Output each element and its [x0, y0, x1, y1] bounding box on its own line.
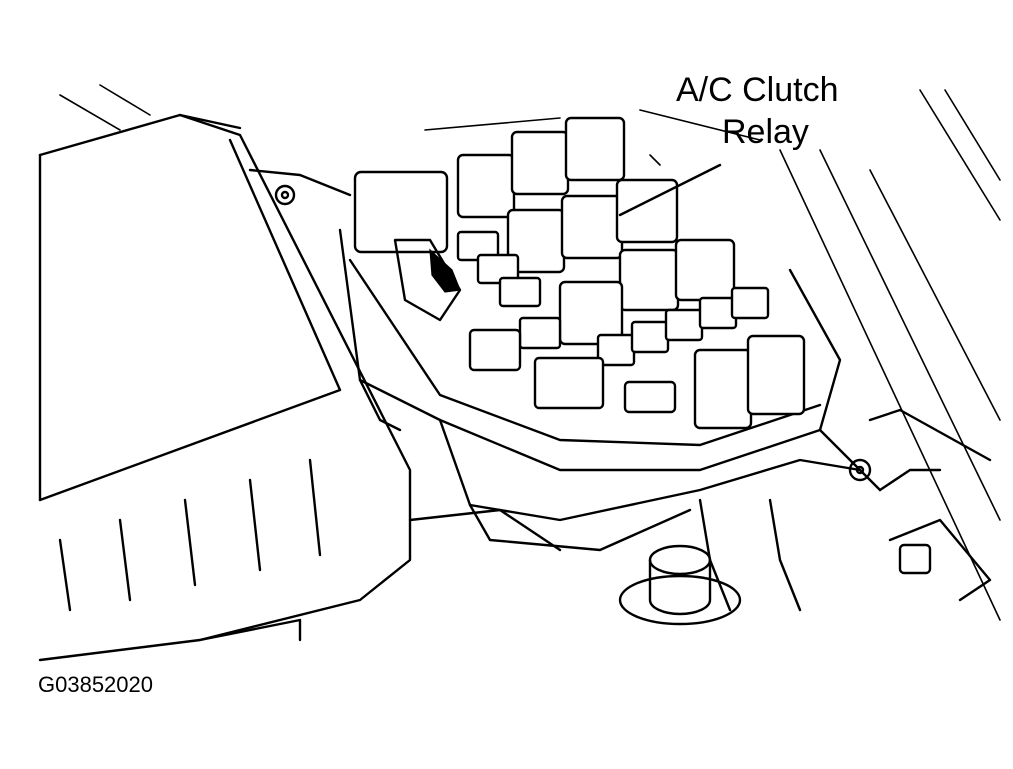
relay-group — [353, 116, 806, 430]
fuse-row — [456, 230, 770, 414]
ac-clutch-relay — [560, 194, 624, 260]
callout-label-line2: Relay — [722, 113, 809, 151]
air-cleaner-housing — [38, 113, 412, 662]
callout-tick — [649, 154, 661, 166]
engine-bay-lines — [59, 84, 1001, 621]
callout-label-line1: A/C Clutch — [676, 71, 839, 109]
mounting-bracket — [248, 168, 352, 206]
callout-leader-line — [618, 163, 722, 217]
fuse-box-body — [338, 228, 992, 602]
figure-code: G03852020 — [38, 672, 153, 697]
lower-components — [408, 498, 802, 626]
wiring-connector — [358, 238, 462, 432]
